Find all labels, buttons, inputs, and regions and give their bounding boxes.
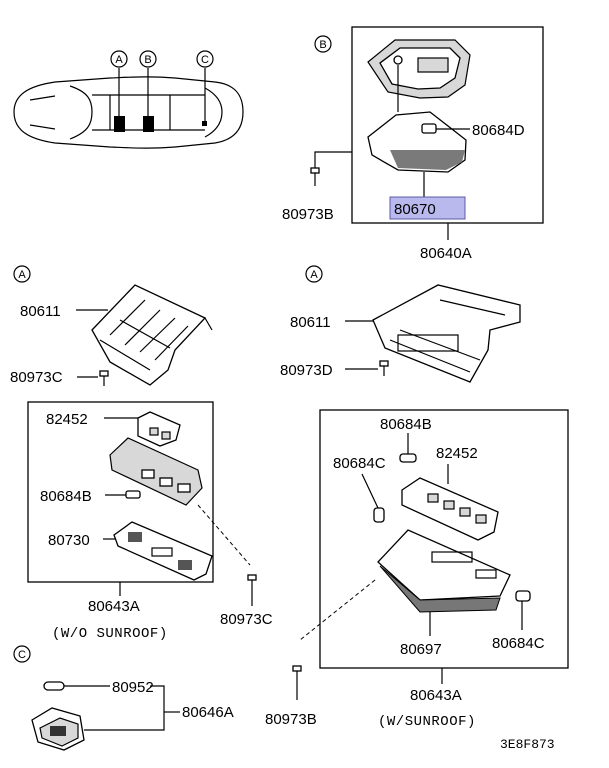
screw-80973C-left (99, 370, 109, 386)
svg-text:A: A (115, 54, 123, 66)
screw-80973B-top (310, 167, 320, 186)
label-80973B-bottom: 80973B (265, 711, 317, 728)
label-80643A-right: 80643A (410, 687, 462, 704)
svg-text:B: B (144, 54, 151, 66)
callout-b-top: B (139, 50, 157, 68)
svg-text:A: A (310, 269, 318, 281)
label-80684B-left: 80684B (40, 488, 92, 505)
callout-b-section: B (314, 35, 332, 53)
label-82452-right: 82452 (436, 445, 478, 462)
callout-a-top: A (110, 50, 128, 68)
svg-text:C: C (18, 649, 26, 661)
label-80973C-left: 80973C (10, 369, 63, 386)
switch-82452-left (137, 411, 181, 447)
bulb-80952 (43, 681, 65, 691)
label-80952: 80952 (112, 679, 154, 696)
switch-82452-right (401, 477, 499, 541)
bracket-80611-left (91, 284, 213, 386)
note-w-sunroof: (W/SUNROOF) (378, 714, 476, 730)
screw-80973D (379, 360, 389, 376)
bulb-80684B-right (399, 453, 417, 463)
label-80973D: 80973D (280, 362, 333, 379)
highlight-80670 (389, 196, 466, 220)
screw-80973C-bottom (247, 574, 257, 592)
lamp-housing-80670 (367, 39, 471, 99)
label-80684C-bottom: 80684C (492, 635, 545, 652)
label-80643A-left: 80643A (88, 598, 140, 615)
label-80730: 80730 (48, 532, 90, 549)
callout-c-section: C (13, 645, 31, 663)
label-80670: 80670 (394, 201, 436, 218)
label-80697: 80697 (400, 641, 442, 658)
lens-80670 (367, 111, 467, 173)
label-80640A: 80640A (420, 245, 472, 262)
car-illustration (13, 68, 244, 149)
label-80973C-bottom: 80973C (220, 611, 273, 628)
callout-c-top: C (196, 50, 214, 68)
callout-a-right: A (305, 265, 323, 283)
label-82452-left: 82452 (46, 411, 88, 428)
label-80684B-right: 80684B (380, 416, 432, 433)
box-80643A-right (319, 409, 569, 669)
bulb-80684D (421, 123, 470, 134)
bracket-80611-right (372, 284, 521, 383)
bulb-80684B-left (125, 490, 141, 499)
label-80973B-top: 80973B (282, 206, 334, 223)
callout-a-left: A (13, 265, 31, 283)
label-80611-left: 80611 (20, 303, 61, 320)
ref-code: 3E8F873 (500, 737, 555, 752)
lamp-assembly-80697 (377, 529, 511, 613)
bulb-80684C-top (373, 507, 385, 523)
note-wo-sunroof: (W/O SUNROOF) (52, 626, 168, 642)
lens-80730 (113, 521, 213, 581)
label-80611-right: 80611 (290, 314, 331, 331)
svg-text:A: A (18, 269, 26, 281)
label-80684C-top: 80684C (333, 455, 386, 472)
bulb-80684C-bottom (515, 590, 531, 602)
lamp-80646A (31, 707, 85, 751)
svg-text:B: B (319, 39, 326, 51)
svg-text:C: C (201, 54, 209, 66)
screw-80973B-bottom (292, 665, 302, 684)
label-80646A: 80646A (182, 704, 234, 721)
lamp-base-left (109, 437, 203, 506)
label-80684D: 80684D (472, 122, 525, 139)
